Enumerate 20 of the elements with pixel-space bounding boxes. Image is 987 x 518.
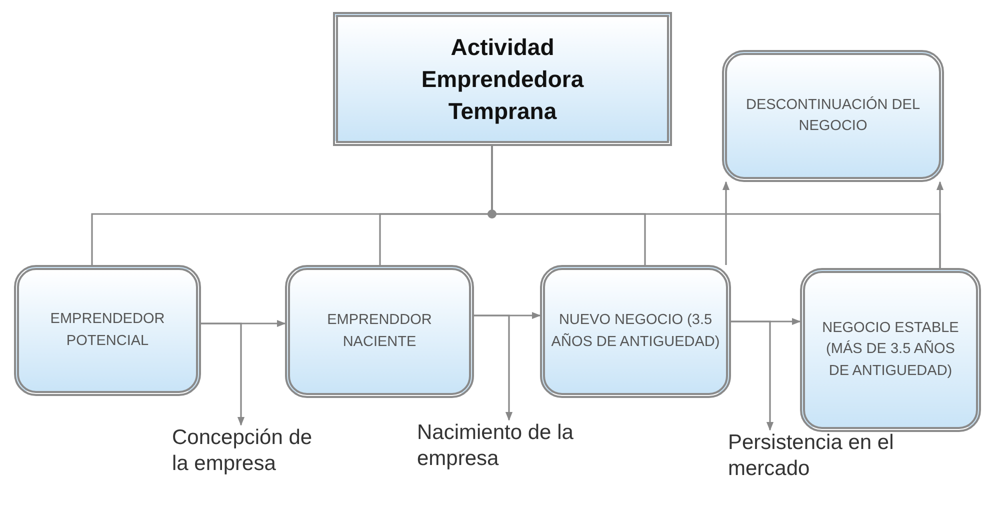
node-text: NEGOCIO ESTABLE (MÁS DE 3.5 AÑOS DE ANTIGUEDAD) <box>821 319 960 380</box>
stage-box <box>800 268 981 432</box>
title-box <box>333 12 672 146</box>
arrow <box>722 181 730 265</box>
arrow <box>201 322 245 426</box>
arrow <box>474 314 513 421</box>
node-text: Actividad Emprendedora Temprana <box>420 32 585 126</box>
node-text: Concepción de la empresa <box>171 425 314 478</box>
node-text: DESCONTINUACIÓN DEL NEGOCIO <box>744 95 922 136</box>
arrow <box>936 181 944 268</box>
stage-box <box>540 265 731 398</box>
node-text: Persistencia en el mercado <box>727 430 895 482</box>
stage-box <box>285 265 474 398</box>
arrow <box>731 320 774 431</box>
outcome-box <box>722 50 944 182</box>
stage-box <box>14 265 201 396</box>
node-text: EMPRENDDOR NACIENTE <box>326 311 433 352</box>
node-text: Nacimiento de la empresa <box>416 420 574 472</box>
node-text: NUEVO NEGOCIO (3.5 AÑOS DE ANTIGUEDAD) <box>550 311 721 352</box>
node-text: EMPRENDEDOR POTENCIAL <box>49 310 166 350</box>
